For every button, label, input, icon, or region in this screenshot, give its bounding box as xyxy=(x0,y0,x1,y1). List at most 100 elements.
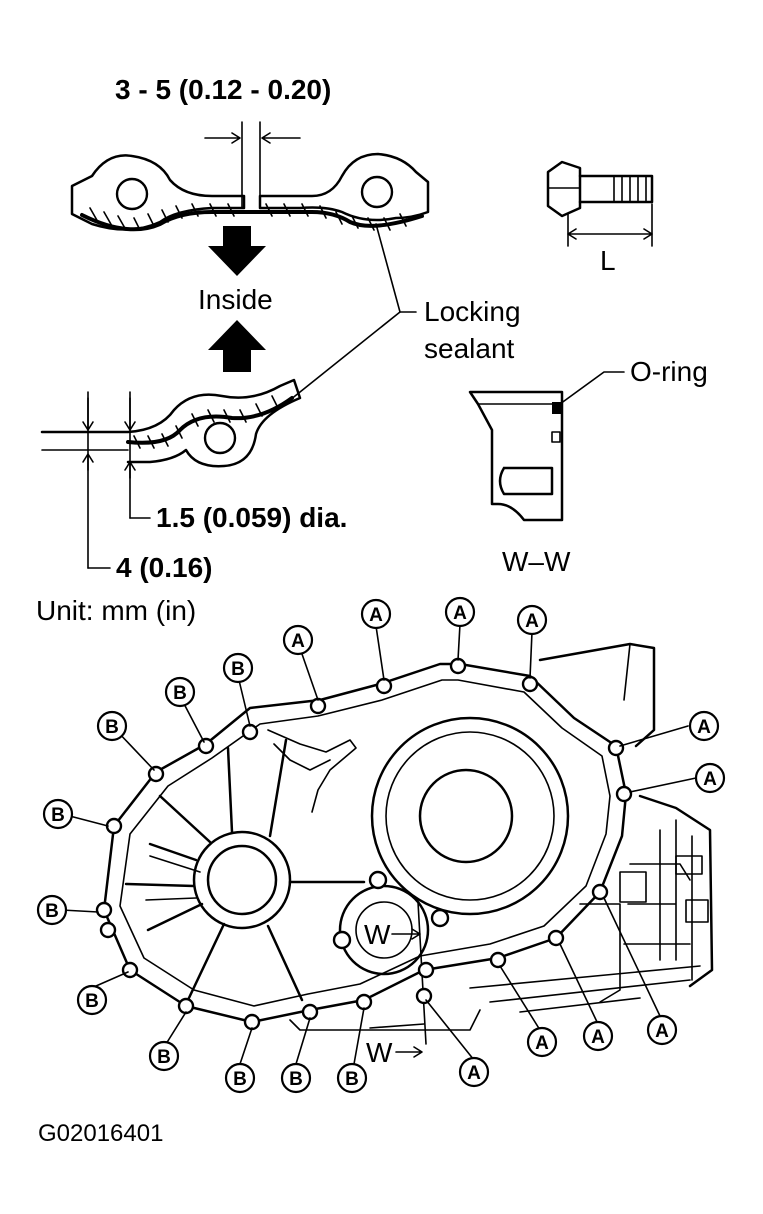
bolt-callout-a: A xyxy=(444,596,476,628)
bolt-callout-a: A xyxy=(688,710,720,742)
oil-pump-bolt-1 xyxy=(368,870,388,890)
arrow-down-icon xyxy=(208,226,266,276)
bolt-callout-b: B xyxy=(224,1062,256,1094)
svg-text:B: B xyxy=(345,1069,359,1090)
bolt-callout-a: A xyxy=(360,598,392,630)
bolt-hole xyxy=(243,1013,261,1031)
sealant-bead-lower xyxy=(126,396,294,445)
bolt-callout-a: A xyxy=(458,1056,490,1088)
transmission-case: W W xyxy=(102,642,714,1068)
locking-sealant-leader-upper xyxy=(375,223,417,313)
case-rear-housing xyxy=(538,642,656,748)
lower-flange-hole xyxy=(203,421,237,455)
offset-dim-arrow-top xyxy=(82,397,94,431)
bolt-hole xyxy=(95,901,113,919)
bolt-hole xyxy=(355,993,373,1011)
case-bottom-ridges xyxy=(469,965,701,1013)
sealant-bead-upper xyxy=(80,210,424,232)
bolt-callout-b: B xyxy=(76,984,108,1016)
unit-label: Unit: mm (in) xyxy=(36,595,196,626)
bolt-callout-b: B xyxy=(36,894,68,926)
bolt-hole xyxy=(415,987,433,1005)
o-ring-label: O-ring xyxy=(630,356,708,387)
offset-dim-arrow-bottom xyxy=(82,453,94,471)
bolt-hole xyxy=(105,817,123,835)
bolt-hole xyxy=(241,723,259,741)
callout-leaders xyxy=(61,623,697,1065)
valve-body-outline xyxy=(638,794,714,988)
sealant-hatch-lower xyxy=(133,395,279,449)
inside-label: Inside xyxy=(198,284,273,315)
bolt-length-dimension xyxy=(567,228,653,240)
case-upper-web-detail xyxy=(273,743,331,771)
svg-text:A: A xyxy=(525,611,539,632)
gasket-inner xyxy=(119,679,611,1007)
bolt-callout-b: B xyxy=(96,710,128,742)
bolt-hole xyxy=(309,697,327,715)
svg-text:B: B xyxy=(105,717,119,738)
offset-dimension-label: 4 (0.16) xyxy=(116,552,213,583)
svg-text:A: A xyxy=(453,603,467,624)
svg-text:A: A xyxy=(467,1063,481,1084)
locking-sealant-label-line1: Locking xyxy=(424,296,521,327)
bolt-holes xyxy=(95,657,633,1031)
bolt-length-label: L xyxy=(600,245,616,276)
bolt-callout-b: B xyxy=(280,1062,312,1094)
svg-text:B: B xyxy=(157,1047,171,1068)
section-marker-lower-line xyxy=(369,1023,425,1029)
svg-text:B: B xyxy=(233,1069,247,1090)
lower-flange xyxy=(40,378,302,468)
section-marker-lower-arrow xyxy=(395,1046,423,1058)
section-ww-detail: O-ring W–W xyxy=(468,356,708,577)
bolt-threads xyxy=(613,175,647,203)
valve-body-details xyxy=(623,819,693,981)
bolt-hole xyxy=(121,961,139,979)
section-marker-upper: W xyxy=(364,919,391,950)
section-name-label: W–W xyxy=(502,546,571,577)
case-small-bore-inner xyxy=(206,844,278,916)
svg-text:A: A xyxy=(703,769,717,790)
case-rib-details xyxy=(145,855,201,901)
sealant-bead-detail: 3 - 5 (0.12 - 0.20) Inside Locking seala… xyxy=(40,74,521,583)
oil-pump-bore xyxy=(355,901,413,959)
case-upper-webs xyxy=(267,729,357,813)
bolt-hole xyxy=(417,961,435,979)
case-large-bore-rim xyxy=(385,731,555,901)
bolt-hole xyxy=(615,785,633,803)
case-small-bore-outer xyxy=(192,830,292,930)
bolt-hole xyxy=(197,737,215,755)
case-bottom-lip xyxy=(289,1009,481,1031)
upper-flange-right xyxy=(258,152,430,222)
bolt-callout-a: A xyxy=(516,604,548,636)
bolt-callout-b: B xyxy=(42,798,74,830)
locking-sealant-label-line2: sealant xyxy=(424,333,515,364)
svg-text:B: B xyxy=(231,659,245,680)
section-bolt xyxy=(498,466,554,496)
bolt-hole xyxy=(375,677,393,695)
svg-text:B: B xyxy=(173,683,187,704)
bolt-shank xyxy=(578,174,654,204)
locking-sealant-leader-lower xyxy=(289,311,401,401)
bolt-callout-a: A xyxy=(582,1020,614,1052)
bolt-callout-b: B xyxy=(148,1040,180,1072)
svg-text:A: A xyxy=(591,1027,605,1048)
svg-text:A: A xyxy=(369,605,383,626)
bolt-hole xyxy=(591,883,609,901)
case-large-bore-outer xyxy=(370,716,570,916)
upper-flange-hole-left xyxy=(115,177,149,211)
bolt-callout-b: B xyxy=(336,1062,368,1094)
section-notch xyxy=(551,431,561,443)
bolt-hole xyxy=(99,921,117,939)
section-marker-upper-arrow xyxy=(391,928,421,940)
bolt-hole xyxy=(147,765,165,783)
bolt-callout-a: A xyxy=(694,762,726,794)
bolt-callout-a: A xyxy=(646,1014,678,1046)
bolt-callout-a: A xyxy=(526,1026,558,1058)
oil-pump-bolt-2 xyxy=(430,908,450,928)
valve-body-block-2 xyxy=(685,899,709,923)
sealant-hatch-upper xyxy=(89,203,407,231)
bolt-hole xyxy=(177,997,195,1015)
bolt-hole xyxy=(547,929,565,947)
svg-text:A: A xyxy=(655,1021,669,1042)
